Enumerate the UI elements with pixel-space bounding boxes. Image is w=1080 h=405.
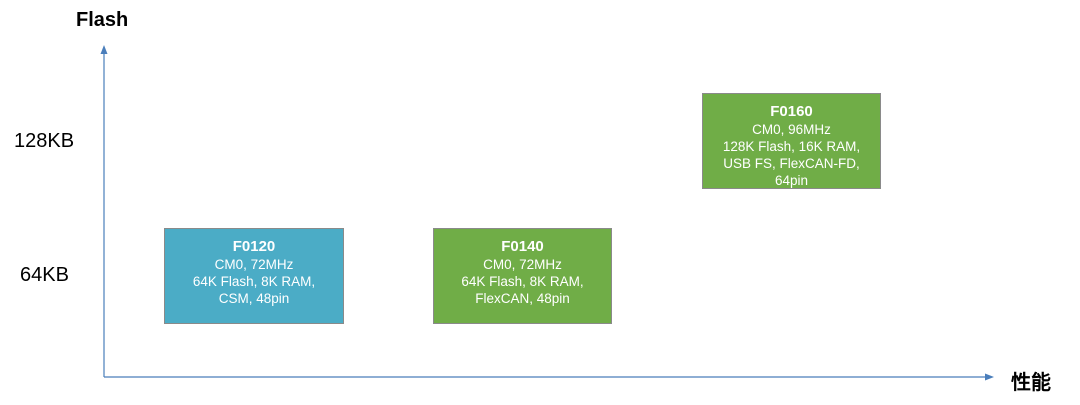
chip-memory: 128K Flash, 16K RAM, bbox=[722, 139, 861, 154]
y-tick-label-128kb: 128KB bbox=[14, 130, 75, 152]
chip-memory: 64K Flash, 8K RAM, bbox=[461, 274, 584, 289]
x-axis-arrowhead bbox=[985, 373, 994, 381]
y-axis-arrowhead bbox=[100, 45, 108, 54]
chip-pins: 64pin bbox=[774, 173, 809, 188]
y-axis-title: Flash bbox=[76, 9, 129, 31]
chip-core: CM0, 96MHz bbox=[752, 122, 831, 137]
x-axis bbox=[104, 373, 994, 381]
chip-name: F0140 bbox=[501, 238, 544, 255]
chip-name: F0120 bbox=[232, 238, 276, 255]
chip-core: CM0, 72MHz bbox=[483, 257, 562, 272]
y-tick-label-64kb: 64KB bbox=[20, 264, 69, 286]
chip-features: CSM, 48pin bbox=[218, 291, 290, 306]
chip-features: FlexCAN, 48pin bbox=[475, 291, 570, 306]
chip-box-f0120: F0120 CM0, 72MHz 64K Flash, 8K RAM, CSM,… bbox=[164, 228, 344, 324]
chip-box-f0160: F0160 CM0, 96MHz 128K Flash, 16K RAM, US… bbox=[702, 93, 881, 189]
chip-features: USB FS, FlexCAN-FD, bbox=[723, 156, 860, 171]
y-axis bbox=[100, 45, 108, 377]
chip-core: CM0, 72MHz bbox=[214, 257, 294, 272]
chip-memory: 64K Flash, 8K RAM, bbox=[192, 274, 316, 289]
x-axis-title: 性能 bbox=[1011, 370, 1051, 394]
chip-box-f0140: F0140 CM0, 72MHz 64K Flash, 8K RAM, Flex… bbox=[433, 228, 612, 324]
chip-name: F0160 bbox=[770, 103, 813, 120]
